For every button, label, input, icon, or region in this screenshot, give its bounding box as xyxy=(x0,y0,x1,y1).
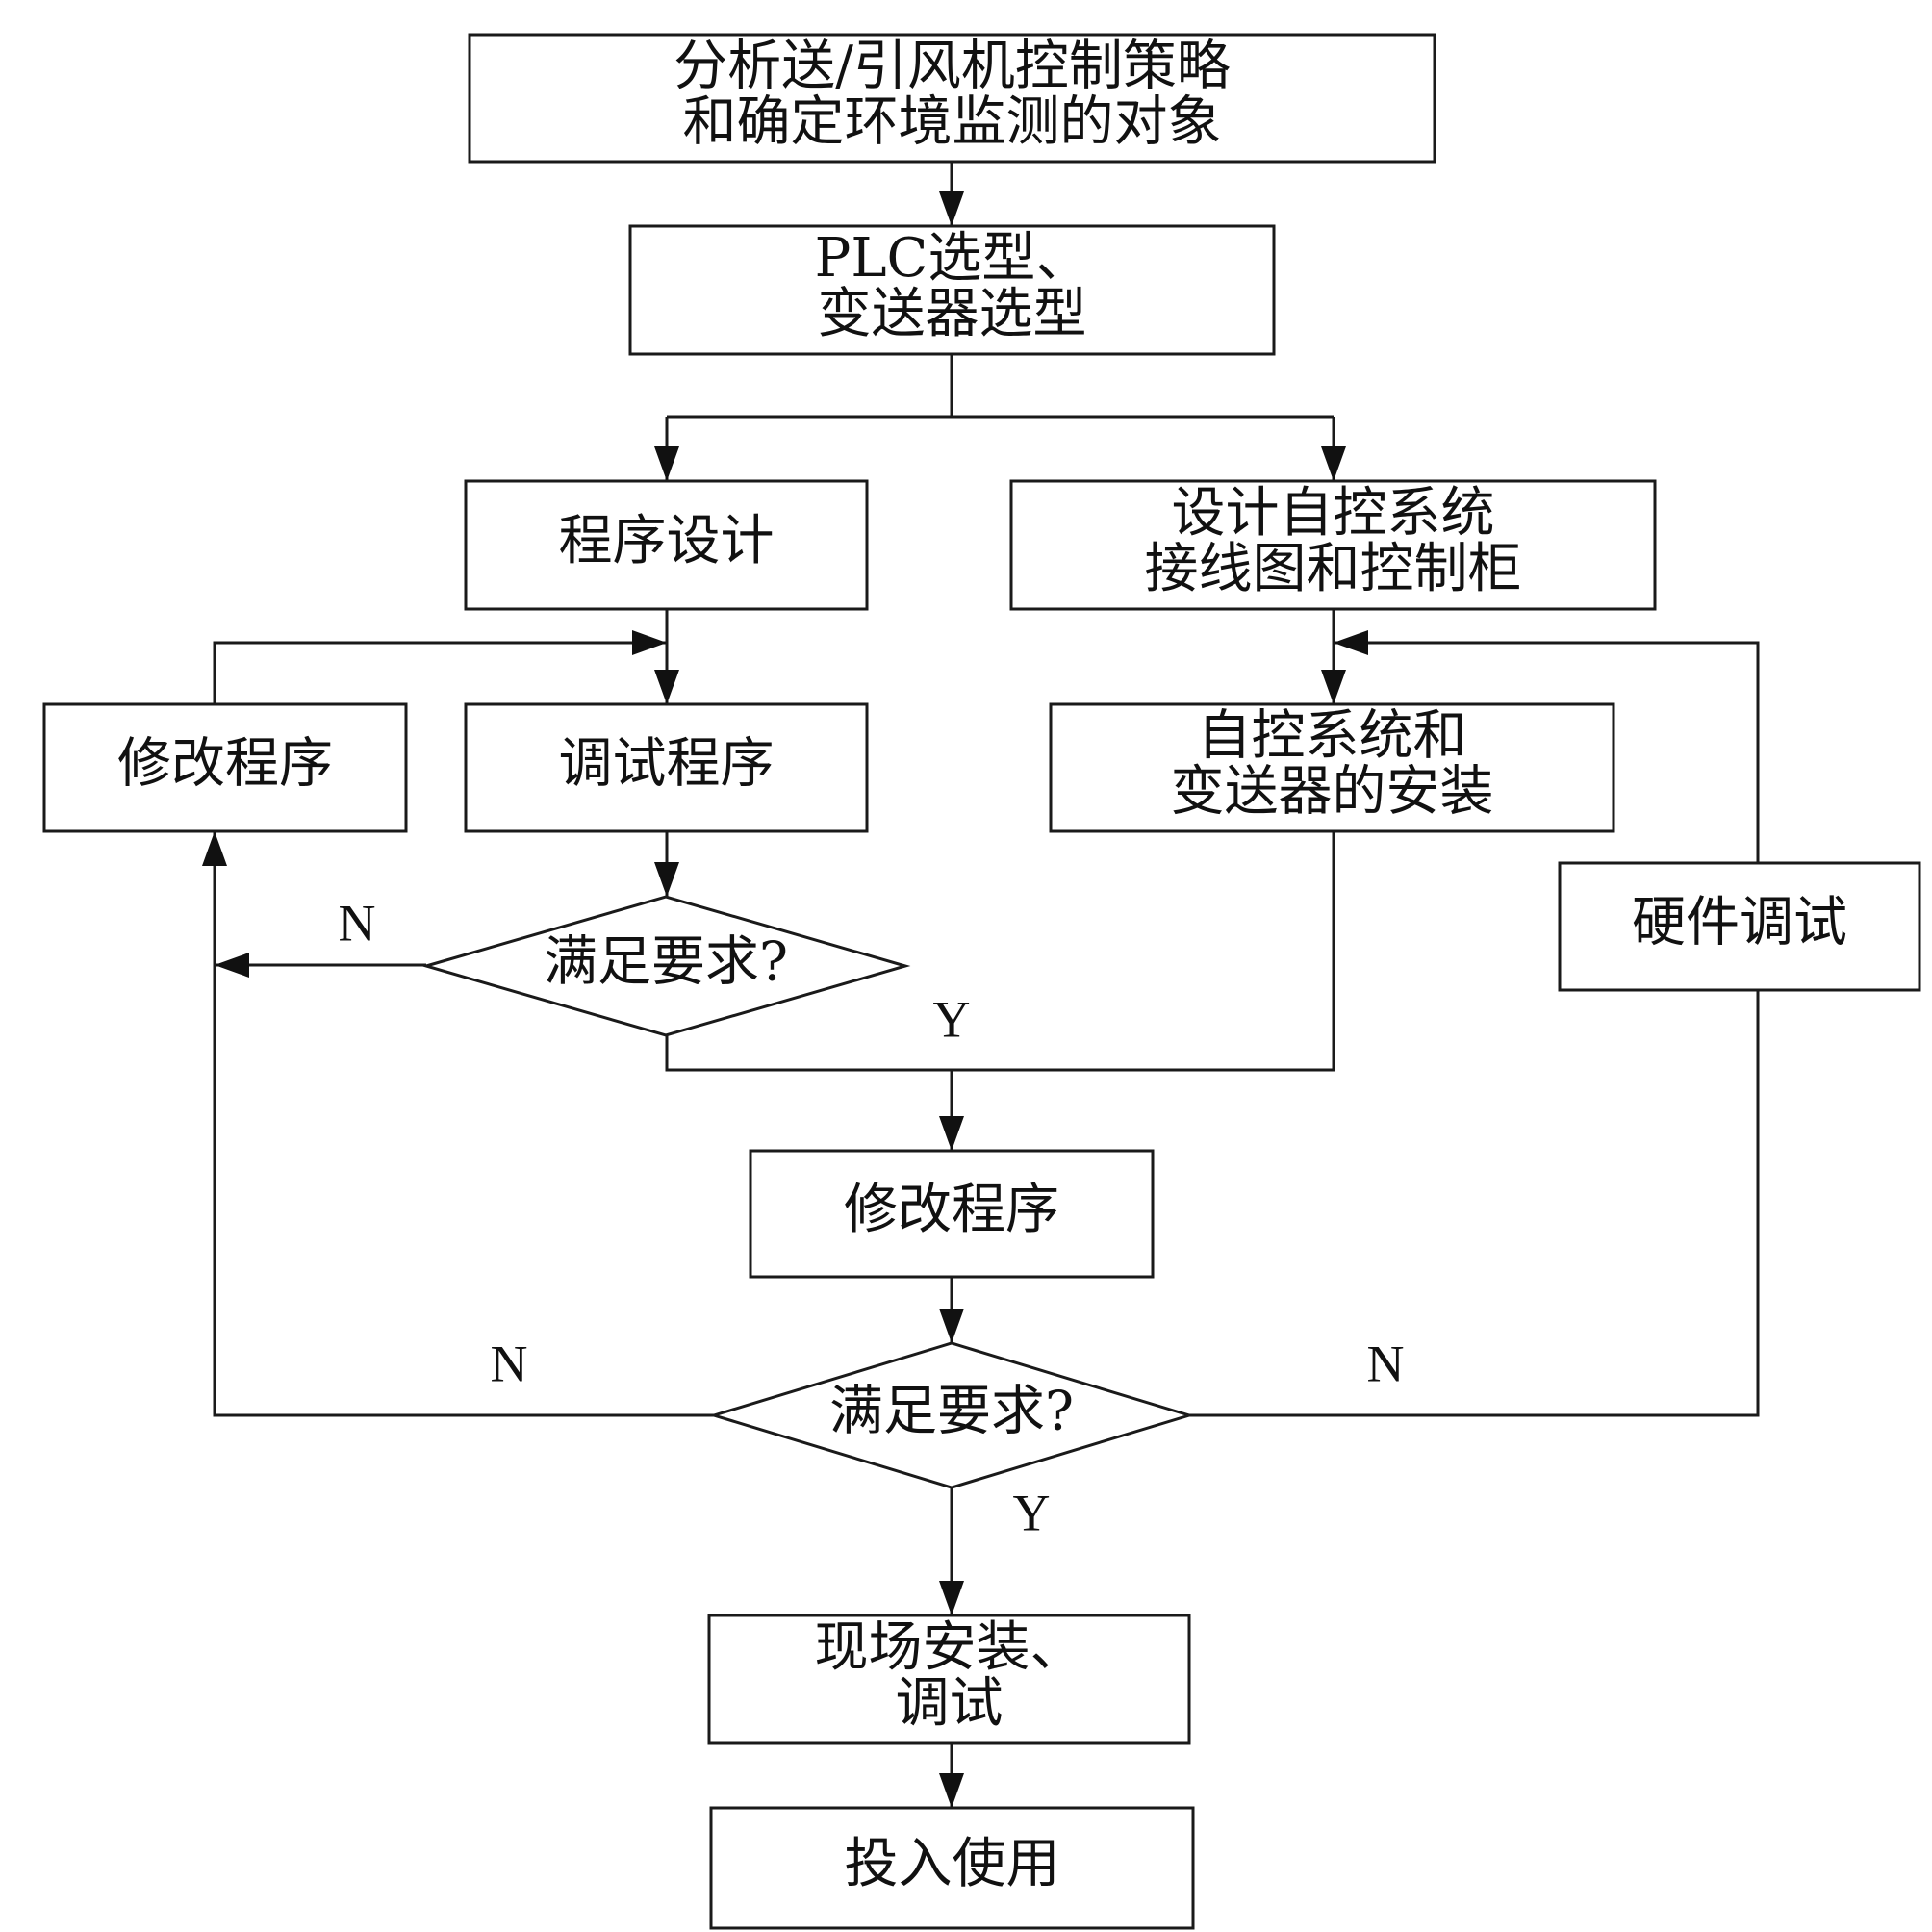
edge-check2-no-right xyxy=(1189,990,1760,1417)
label-no-check1: N xyxy=(339,894,376,952)
node-label: 调试 xyxy=(896,1672,1004,1735)
edge-merge xyxy=(665,831,1335,1072)
node-check2: 满足要求? xyxy=(708,1341,1195,1489)
node-label: 接线图和控制柜 xyxy=(1145,538,1522,600)
label-no-check2-left: N xyxy=(491,1335,528,1392)
arrow-head-icon xyxy=(939,1581,964,1615)
edge-check2-no-left xyxy=(213,831,714,1417)
node-label: PLC选型、 xyxy=(815,227,1090,290)
arrow-head-icon xyxy=(939,1309,964,1343)
process-box xyxy=(468,33,1436,164)
node-label: 硬件调试 xyxy=(1632,892,1847,954)
node-label: 调试程序 xyxy=(559,733,775,796)
node-label: 程序设计 xyxy=(559,510,775,572)
node-label: 设计自控系统 xyxy=(1172,482,1495,545)
arrow-head-icon xyxy=(632,630,667,655)
label-yes-check2: Y xyxy=(1013,1484,1051,1541)
arrow-head-icon xyxy=(1334,630,1368,655)
arrow-head-icon xyxy=(1321,446,1346,481)
node-hardware-debug: 硬件调试 xyxy=(1558,861,1921,992)
process-box xyxy=(628,224,1276,356)
node-label: 和确定环境监测的对象 xyxy=(683,91,1222,154)
node-modify-center: 修改程序 xyxy=(749,1149,1155,1279)
node-field-install: 现场安装、调试 xyxy=(707,1614,1191,1745)
node-label: 自控系统和 xyxy=(1198,705,1467,768)
node-select: PLC选型、变送器选型 xyxy=(628,224,1276,356)
node-program-design: 程序设计 xyxy=(464,479,869,611)
node-modify-left: 修改程序 xyxy=(42,702,408,833)
arrow-head-icon xyxy=(202,831,227,866)
arrow-head-icon xyxy=(654,670,679,704)
process-box xyxy=(707,1614,1191,1745)
label-no-check2-right: N xyxy=(1367,1335,1405,1392)
node-label: 现场安装、 xyxy=(815,1616,1084,1679)
edge-select-split xyxy=(667,354,1334,419)
process-box xyxy=(1049,702,1615,833)
process-box xyxy=(42,702,408,833)
node-label: 投入使用 xyxy=(845,1833,1060,1895)
label-yes-check1: Y xyxy=(933,990,971,1048)
arrow-head-icon xyxy=(654,862,679,897)
arrow-head-icon xyxy=(1321,670,1346,704)
node-label: 修改程序 xyxy=(844,1179,1059,1241)
arrow-head-icon xyxy=(939,1773,964,1808)
node-label: 修改程序 xyxy=(117,733,333,796)
arrow-head-icon xyxy=(939,191,964,226)
process-box xyxy=(1558,861,1921,992)
node-label: 满足要求? xyxy=(544,931,788,994)
process-box xyxy=(749,1149,1155,1279)
edge-hardware-loop xyxy=(1334,641,1760,863)
node-check1: 满足要求? xyxy=(420,895,911,1037)
edge-modify-loop xyxy=(213,641,667,704)
decision-diamond xyxy=(708,1341,1195,1489)
node-debug-program: 调试程序 xyxy=(464,702,869,833)
process-box xyxy=(464,479,869,611)
arrow-head-icon xyxy=(215,953,249,978)
process-box xyxy=(709,1806,1195,1930)
process-box xyxy=(464,702,869,833)
decision-diamond xyxy=(420,895,911,1037)
node-label: 满足要求? xyxy=(829,1381,1074,1443)
arrow-head-icon xyxy=(939,1116,964,1151)
arrow-head-icon xyxy=(654,446,679,481)
node-in-use: 投入使用 xyxy=(709,1806,1195,1930)
node-label: 变送器选型 xyxy=(818,283,1087,345)
node-label: 变送器的安装 xyxy=(1171,761,1494,824)
node-label: 分析送/引风机控制策略 xyxy=(674,36,1231,98)
process-box xyxy=(1009,479,1657,611)
